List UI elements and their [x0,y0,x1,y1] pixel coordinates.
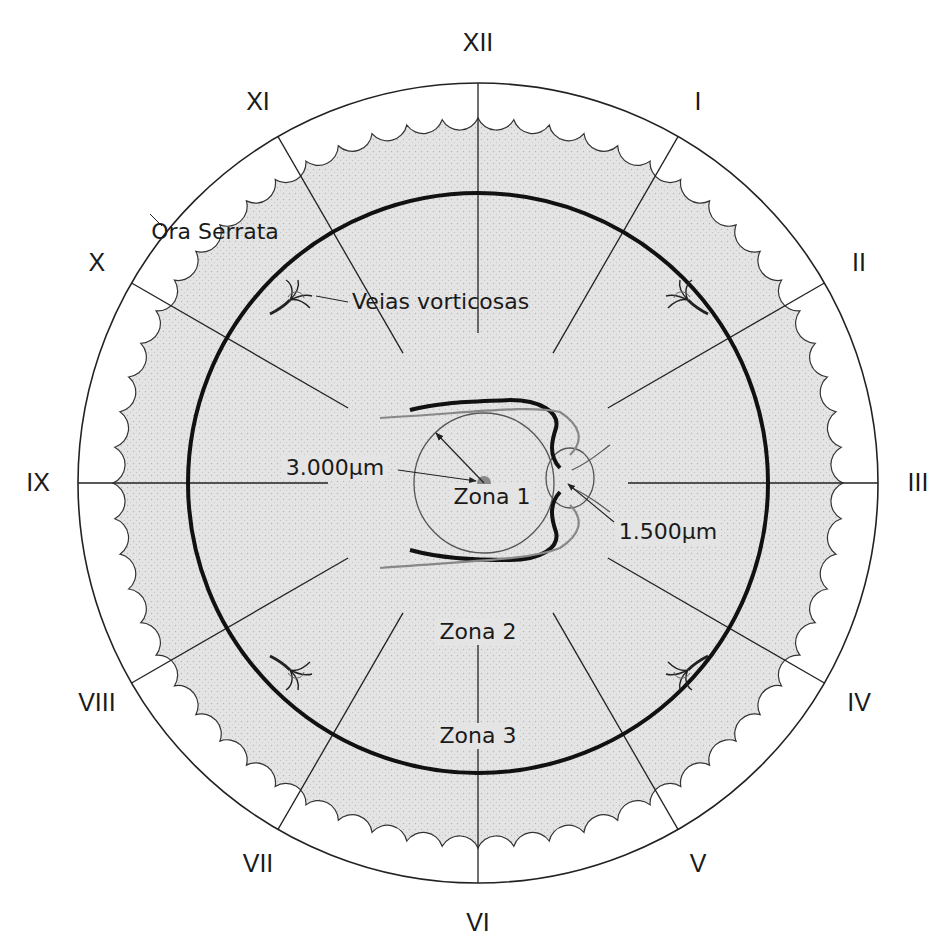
clock-spoke [477,633,478,883]
structure-label: Ora Serrata [151,220,279,244]
leader-line [568,484,614,522]
clock-spoke [553,137,678,354]
clock-hour: VIII [75,689,119,717]
zone-label: Zona 2 [436,619,521,645]
structure-label: Veias vorticosas [352,290,529,314]
zone-label: Zona 1 [450,484,535,510]
leader-line [316,296,348,302]
clock-spoke [278,613,403,830]
outer-circle [78,83,878,883]
vortex-vein [666,656,708,690]
clock-hour: XI [243,88,273,116]
clock-hour: I [692,88,705,116]
clock-hour: IV [844,689,874,717]
dimension-label: 3.000µm [282,455,388,481]
radius-arrow [436,433,484,483]
clock-spoke [553,613,678,830]
clock-spoke [608,558,825,683]
zone-1-boundary [414,413,554,553]
clock-spokes [78,83,878,883]
clock-spoke [132,558,349,683]
clock-hour: VII [240,850,277,878]
clock-hour: VI [463,909,493,937]
dimension-label: 1.500µm [615,519,721,545]
retinal-vessels [380,400,610,568]
leader-line [398,470,476,481]
clock-spoke [132,283,349,408]
vortex-vein [666,280,708,314]
clock-hour: III [905,469,932,497]
vortex-vein [270,280,312,314]
clock-hour: IX [23,469,53,497]
clock-hour: XII [460,29,497,57]
clock-spoke [78,482,328,483]
clock-spoke [608,283,825,408]
clock-hour: II [849,249,869,277]
clock-hour: V [687,850,710,878]
zone-2-boundary [188,193,768,773]
clock-spoke [628,482,878,483]
zone-label: Zona 3 [436,723,521,749]
clock-hour: X [86,249,109,277]
vortex-vein [270,656,312,690]
clock-spoke [278,137,403,354]
